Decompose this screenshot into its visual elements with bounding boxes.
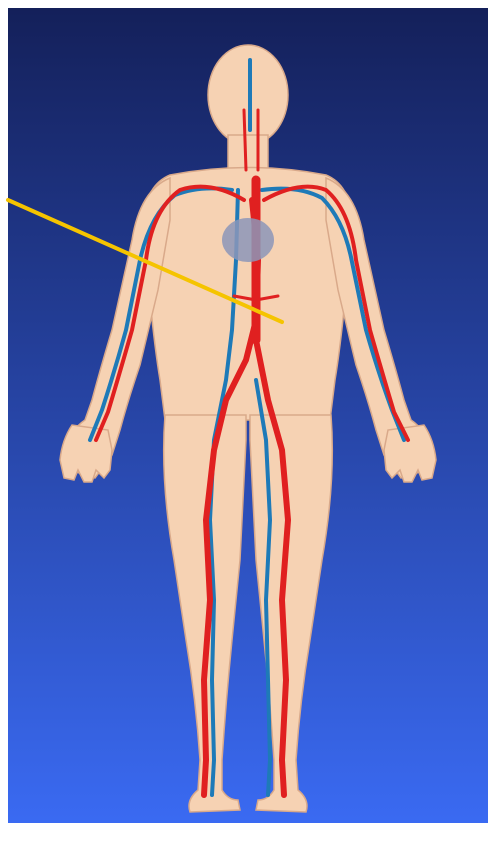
heart-icon xyxy=(222,218,274,262)
torso xyxy=(144,168,352,421)
right-hand xyxy=(384,425,436,482)
left-hand xyxy=(60,425,112,482)
